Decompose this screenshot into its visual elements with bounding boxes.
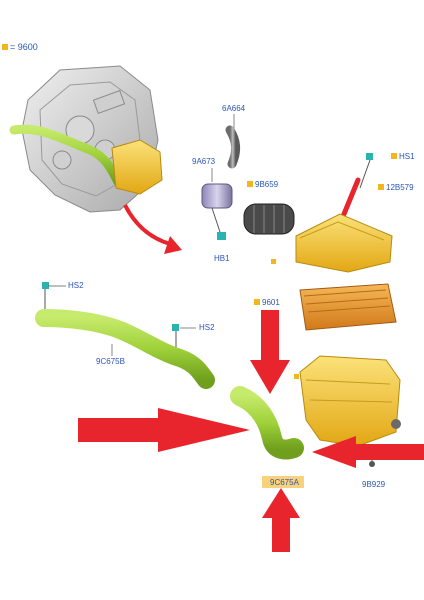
red-arrow-up: [262, 488, 300, 552]
svg-text:9601: 9601: [262, 298, 280, 307]
red-arrow-right: [78, 408, 250, 452]
label-HB1: HB1: [214, 254, 230, 263]
svg-text:12B579: 12B579: [386, 183, 414, 192]
svg-text:9C675B: 9C675B: [96, 357, 125, 366]
red-arrow-down: [250, 310, 290, 394]
engine-overview-illustration: [9, 65, 163, 213]
svg-text:9A673: 9A673: [192, 157, 216, 166]
red-curved-arrow: [123, 204, 182, 254]
part-12B579: 12B579: [341, 177, 414, 217]
svg-text:HS2: HS2: [68, 281, 84, 290]
svg-text:9B929: 9B929: [362, 480, 386, 489]
air-cleaner-cover: [271, 213, 393, 273]
part-9C675A-hose: 9C675A: [230, 386, 304, 488]
part-6A664: 6A664: [222, 104, 246, 169]
part-9B659: 9B659: [243, 180, 295, 235]
part-HS1: HS1: [359, 152, 415, 189]
svg-text:HS2: HS2: [199, 323, 215, 332]
lower-air-box: [294, 355, 401, 447]
legend: = 9600: [2, 42, 38, 52]
part-HS2-b: HS2: [172, 323, 215, 352]
part-9601-filter: 9601: [254, 283, 397, 331]
part-9C675B-hose: 9C675B: [35, 309, 215, 389]
red-arrow-left: [312, 436, 424, 468]
legend-text: = 9600: [10, 42, 38, 52]
svg-text:6A664: 6A664: [222, 104, 246, 113]
svg-text:9C675A: 9C675A: [270, 478, 300, 487]
svg-text:HS1: HS1: [399, 152, 415, 161]
svg-text:9B659: 9B659: [255, 180, 279, 189]
part-9A673: 9A673: [192, 157, 233, 240]
